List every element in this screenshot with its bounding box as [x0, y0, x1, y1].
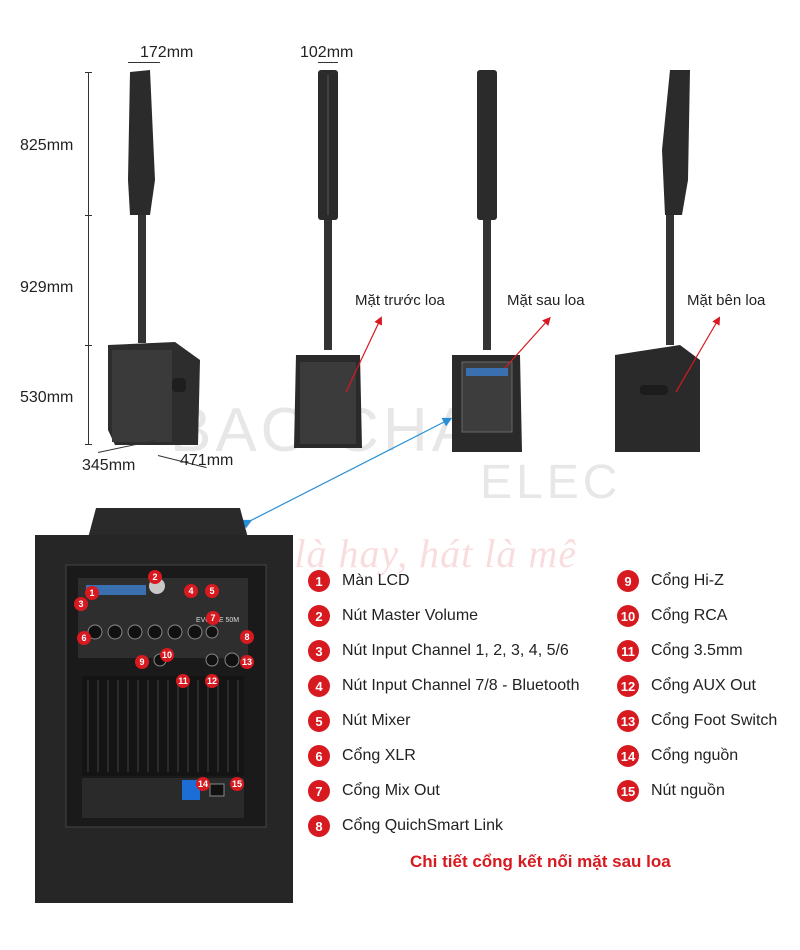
speaker-front-view	[294, 70, 362, 448]
legend-number-badge: 11	[617, 640, 639, 662]
dim-sub-width: 345mm	[82, 457, 136, 474]
legend-item: 1 Màn LCD	[308, 568, 410, 594]
legend-item: 11 Cổng 3.5mm	[617, 638, 743, 664]
legend-item: 12 Cổng AUX Out	[617, 673, 756, 699]
dim-sub-depth: 471mm	[180, 452, 234, 469]
legend-item: 7 Cổng Mix Out	[308, 778, 440, 804]
legend-label: Nút nguồn	[651, 782, 725, 799]
callout-14: 14	[196, 777, 210, 791]
legend-number-badge: 8	[308, 815, 330, 837]
legend-label: Cổng QuichSmart Link	[342, 817, 503, 834]
callout-9: 9	[135, 655, 149, 669]
legend-label: Nút Input Channel 7/8 - Bluetooth	[342, 677, 580, 694]
speaker-angled-view	[108, 70, 200, 445]
top-width-dimension-line	[128, 62, 160, 63]
legend-item: 8 Cổng QuichSmart Link	[308, 813, 503, 839]
callout-6: 6	[77, 631, 91, 645]
legend-number-badge: 5	[308, 710, 330, 732]
callout-12: 12	[205, 674, 219, 688]
legend-label: Nút Input Channel 1, 2, 3, 4, 5/6	[342, 642, 569, 659]
legend-item: 10 Cổng RCA	[617, 603, 727, 629]
dim-pole-height: 929mm	[20, 279, 74, 296]
callout-15: 15	[230, 777, 244, 791]
legend-label: Nút Master Volume	[342, 607, 479, 624]
legend-label: Cổng Hi-Z	[651, 572, 724, 589]
legend-number-badge: 1	[308, 570, 330, 592]
legend-label: Nút Mixer	[342, 712, 411, 729]
legend-number-badge: 13	[617, 710, 639, 732]
legend-label: Cổng Mix Out	[342, 782, 440, 799]
footer-title: Chi tiết cổng kết nối mặt sau loa	[410, 852, 671, 871]
legend-item: 5 Nút Mixer	[308, 708, 410, 734]
legend-number-badge: 10	[617, 605, 639, 627]
dim-top-width: 172mm	[140, 44, 194, 61]
callout-13: 13	[240, 655, 254, 669]
legend-number-badge: 7	[308, 780, 330, 802]
legend-number-badge: 2	[308, 605, 330, 627]
legend-item: 4 Nút Input Channel 7/8 - Bluetooth	[308, 673, 580, 699]
legend-item: 15 Nút nguồn	[617, 778, 725, 804]
legend-label: Cổng RCA	[651, 607, 728, 624]
legend-number-badge: 12	[617, 675, 639, 697]
legend-label: Cổng XLR	[342, 747, 416, 764]
legend-item: 2 Nút Master Volume	[308, 603, 478, 629]
legend-number-badge: 3	[308, 640, 330, 662]
legend-label: Cổng nguồn	[651, 747, 739, 764]
callout-7: 7	[206, 611, 220, 625]
callout-4: 4	[184, 584, 198, 598]
callout-1: 1	[85, 586, 99, 600]
dim-tick	[85, 72, 92, 73]
legend-number-badge: 9	[617, 570, 639, 592]
label-side-view: Mặt bên loa	[687, 292, 766, 309]
legend-label: Cổng Foot Switch	[651, 712, 778, 729]
legend-number-badge: 14	[617, 745, 639, 767]
rear-panel-illustration	[35, 508, 293, 903]
legend-label: Cổng 3.5mm	[651, 642, 743, 659]
speaker-side-view	[615, 70, 700, 452]
dim-tick	[85, 215, 92, 216]
legend-item: 14 Cổng nguồn	[617, 743, 738, 769]
label-rear-view: Mặt sau loa	[507, 292, 585, 309]
legend-number-badge: 6	[308, 745, 330, 767]
dim-column-height: 825mm	[20, 137, 74, 154]
callout-5: 5	[205, 584, 219, 598]
watermark-brand-sub: ELEC	[480, 456, 622, 509]
legend-number-badge: 15	[617, 780, 639, 802]
legend-number-badge: 4	[308, 675, 330, 697]
callout-3: 3	[74, 597, 88, 611]
dim-tick	[85, 345, 92, 346]
legend-item: 6 Cổng XLR	[308, 743, 416, 769]
callout-2: 2	[148, 570, 162, 584]
dim-top-depth: 102mm	[300, 44, 354, 61]
legend-label: Cổng AUX Out	[651, 677, 756, 694]
dim-sub-height: 530mm	[20, 389, 74, 406]
height-dimension-line	[88, 72, 89, 444]
dim-tick	[85, 444, 92, 445]
label-front-view: Mặt trước loa	[355, 292, 445, 309]
callout-8: 8	[240, 630, 254, 644]
callout-11: 11	[176, 674, 190, 688]
speaker-rear-view	[452, 70, 522, 452]
legend-item: 13 Cổng Foot Switch	[617, 708, 777, 734]
callout-10: 10	[160, 648, 174, 662]
legend-label: Màn LCD	[342, 572, 410, 589]
legend-item: 3 Nút Input Channel 1, 2, 3, 4, 5/6	[308, 638, 569, 664]
top-depth-dimension-line	[318, 62, 338, 63]
legend-item: 9 Cổng Hi-Z	[617, 568, 724, 594]
